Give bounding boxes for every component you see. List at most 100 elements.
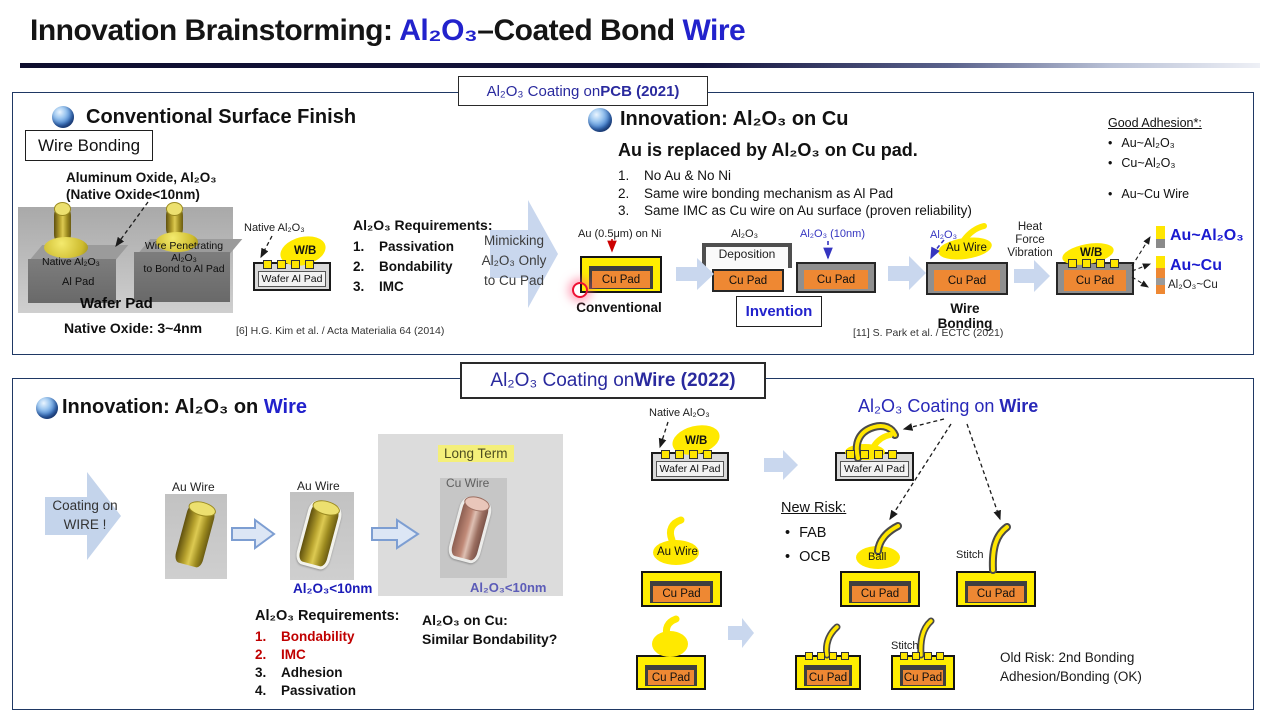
cube2-line2: Al₂O₃ bbox=[171, 251, 197, 264]
heading-innovation-cu: Innovation: Al₂O₃ on Cu bbox=[620, 108, 849, 130]
wafer-al-pad-box-2: Wafer Al Pad bbox=[651, 450, 729, 481]
cube2-front-face bbox=[134, 252, 230, 302]
wafer-pad-caption: Wafer Pad bbox=[80, 295, 153, 312]
coating-on-wire-text: Coating on WIRE ! bbox=[48, 496, 122, 534]
wire2-cylinder bbox=[166, 202, 183, 237]
tag1-bold: PCB (2021) bbox=[600, 82, 680, 100]
good-adhesion-title: Good Adhesion*: bbox=[1108, 116, 1202, 130]
new-risk-title: New Risk: bbox=[781, 500, 847, 516]
cu-pad-label-9: Cu Pad bbox=[807, 670, 849, 685]
pad-row2-1: Cu Pad bbox=[636, 655, 706, 690]
chip-au-al2o3 bbox=[1156, 226, 1165, 248]
oxide-line2: (Native Oxide<10nm) bbox=[66, 187, 200, 202]
tag2-bold: Wire (2022) bbox=[634, 369, 736, 391]
title-mid: –Coated Bond bbox=[477, 14, 683, 47]
wafer-al-pad-box-3: Wafer Al Pad bbox=[835, 450, 914, 481]
req2-item1: Bondability bbox=[281, 629, 355, 644]
au-wire-image bbox=[165, 494, 227, 579]
wb-label-2: W/B bbox=[1080, 247, 1103, 259]
old-risk-line2: Adhesion/Bonding (OK) bbox=[1000, 669, 1142, 684]
native-al2o3-label-2: Native Al₂O₃ bbox=[649, 407, 710, 419]
globe-icon bbox=[52, 106, 74, 128]
wb-label: W/B bbox=[294, 245, 317, 257]
req2-title: Al₂O₃ Requirements: bbox=[255, 608, 400, 624]
wafer-al-pad-label-3: Wafer Al Pad bbox=[840, 461, 909, 477]
cu-wire-image: Cu Wire bbox=[440, 476, 507, 578]
cu-pad-label-2: Cu Pad bbox=[804, 270, 868, 289]
invention-box: Invention bbox=[736, 296, 822, 327]
req1-item2: Bondability bbox=[379, 259, 453, 274]
laser-pointer-dot bbox=[572, 282, 588, 298]
heading-conventional: Conventional Surface Finish bbox=[86, 106, 357, 128]
bond-bumps bbox=[263, 260, 314, 269]
wire1-cylinder bbox=[54, 202, 71, 243]
wb-label-3: W/B bbox=[685, 435, 708, 447]
au-wire-blob-2 bbox=[653, 540, 699, 565]
inno-num3: 3. bbox=[618, 203, 630, 218]
step1-label: Au (0.5μm) on Ni bbox=[578, 228, 662, 240]
native-oxide-note: Native Oxide: 3~4nm bbox=[64, 320, 203, 336]
req2-item2: IMC bbox=[281, 647, 306, 662]
title-prefix: Innovation Brainstorming: bbox=[30, 14, 400, 47]
pad-au-wire: Cu Pad bbox=[641, 571, 722, 607]
heading-coating-on-wire: Al₂O₃ Coating on Wire bbox=[858, 396, 1038, 417]
pad-ball: Cu Pad bbox=[840, 571, 920, 607]
bond-bumps-5 bbox=[805, 652, 849, 660]
inno-num1: 1. bbox=[618, 168, 630, 183]
pad-deposition: Cu Pad bbox=[712, 269, 784, 292]
tag-wire-2022: Al₂O₃ Coating on Wire (2022) bbox=[460, 362, 766, 399]
question-line1: Al₂O₃ on Cu: bbox=[422, 612, 508, 628]
pad-wire-bonding: Cu Pad bbox=[926, 262, 1008, 295]
stitch-label-2: Stitch bbox=[891, 640, 919, 652]
question-line2: Similar Bondability? bbox=[422, 631, 558, 647]
heading-innovation-wire: Innovation: Al₂O₃ on Wire bbox=[62, 396, 307, 419]
wafer-al-pad-box: Wafer Al Pad bbox=[253, 260, 331, 291]
heat-line3: Vibration bbox=[1007, 247, 1053, 259]
title-chem: Al₂O₃ bbox=[399, 14, 478, 47]
innovation-list: 1.No Au & No Ni 2.Same wire bonding mech… bbox=[618, 167, 972, 220]
au-cylinder-1 bbox=[173, 503, 217, 569]
req1-num2: 2. bbox=[353, 259, 365, 274]
au-wire-blob-3 bbox=[652, 631, 688, 657]
cube1-label-top: Native Al₂O₃ bbox=[42, 256, 100, 268]
req2-item3: Adhesion bbox=[281, 665, 343, 680]
req2-num3: 3. bbox=[255, 665, 267, 680]
inno-item2: Same wire bonding mechanism as Al Pad bbox=[644, 185, 894, 201]
chip-label-au-cu: Au~Cu bbox=[1170, 257, 1222, 274]
coating-line1: Coating on bbox=[52, 498, 118, 513]
adhesion-item-2: Cu~Al₂O₃ bbox=[1108, 154, 1175, 173]
req1-item1: Passivation bbox=[379, 239, 455, 254]
note-al2o3-10nm: Al₂O₃<10nm bbox=[293, 581, 373, 596]
coating-shell-1 bbox=[294, 498, 344, 572]
au-wire-coated-image bbox=[290, 492, 354, 580]
inno-num2: 2. bbox=[618, 185, 630, 201]
cu-cylinder bbox=[449, 498, 491, 562]
req2-num2: 2. bbox=[255, 647, 267, 662]
coating-shell-2 bbox=[446, 494, 494, 566]
subheading-au-replaced: Au is replaced by Al₂O₃ on Cu pad. bbox=[618, 140, 918, 160]
chip-al2o3-cu bbox=[1156, 278, 1165, 294]
au-wire-label-img2: Au Wire bbox=[297, 479, 340, 493]
new-risk-item-1: FAB bbox=[785, 524, 826, 543]
long-term-panel: Long Term Cu Wire Al₂O₃<10nm bbox=[378, 434, 563, 596]
adhesion-item-3: Au~Cu Wire bbox=[1108, 185, 1189, 204]
new-risk-item-2: OCB bbox=[785, 548, 830, 567]
mimick-line2: Al₂O₃ Only bbox=[481, 253, 547, 268]
req1-num3: 3. bbox=[353, 279, 365, 294]
step3-label: Al₂O₃ (10nm) bbox=[800, 228, 865, 240]
cu-pad-label-1: Cu Pad bbox=[592, 271, 650, 288]
heat-line2: Force bbox=[1015, 234, 1045, 246]
wafer-al-pad-label-2: Wafer Al Pad bbox=[656, 461, 724, 477]
req2-num1: 1. bbox=[255, 629, 267, 644]
pad-wb: Cu Pad bbox=[1056, 259, 1134, 295]
pad-coated: Cu Pad bbox=[796, 262, 876, 293]
chip-label-al2o3-cu: Al₂O₃~Cu bbox=[1168, 279, 1218, 291]
chip-au-cu bbox=[1156, 256, 1165, 278]
adhesion-item-1: Au~Al₂O₃ bbox=[1108, 134, 1174, 153]
title-accent: Wire bbox=[682, 14, 746, 47]
wire-bonding-box: Wire Bonding bbox=[25, 130, 153, 161]
cu-pad-label-3: Cu Pad bbox=[934, 270, 1000, 291]
au-wire-label-1: Au Wire bbox=[946, 242, 987, 254]
cube1-front-face bbox=[28, 259, 116, 303]
native-al2o3-label: Native Al₂O₃ bbox=[244, 222, 305, 234]
